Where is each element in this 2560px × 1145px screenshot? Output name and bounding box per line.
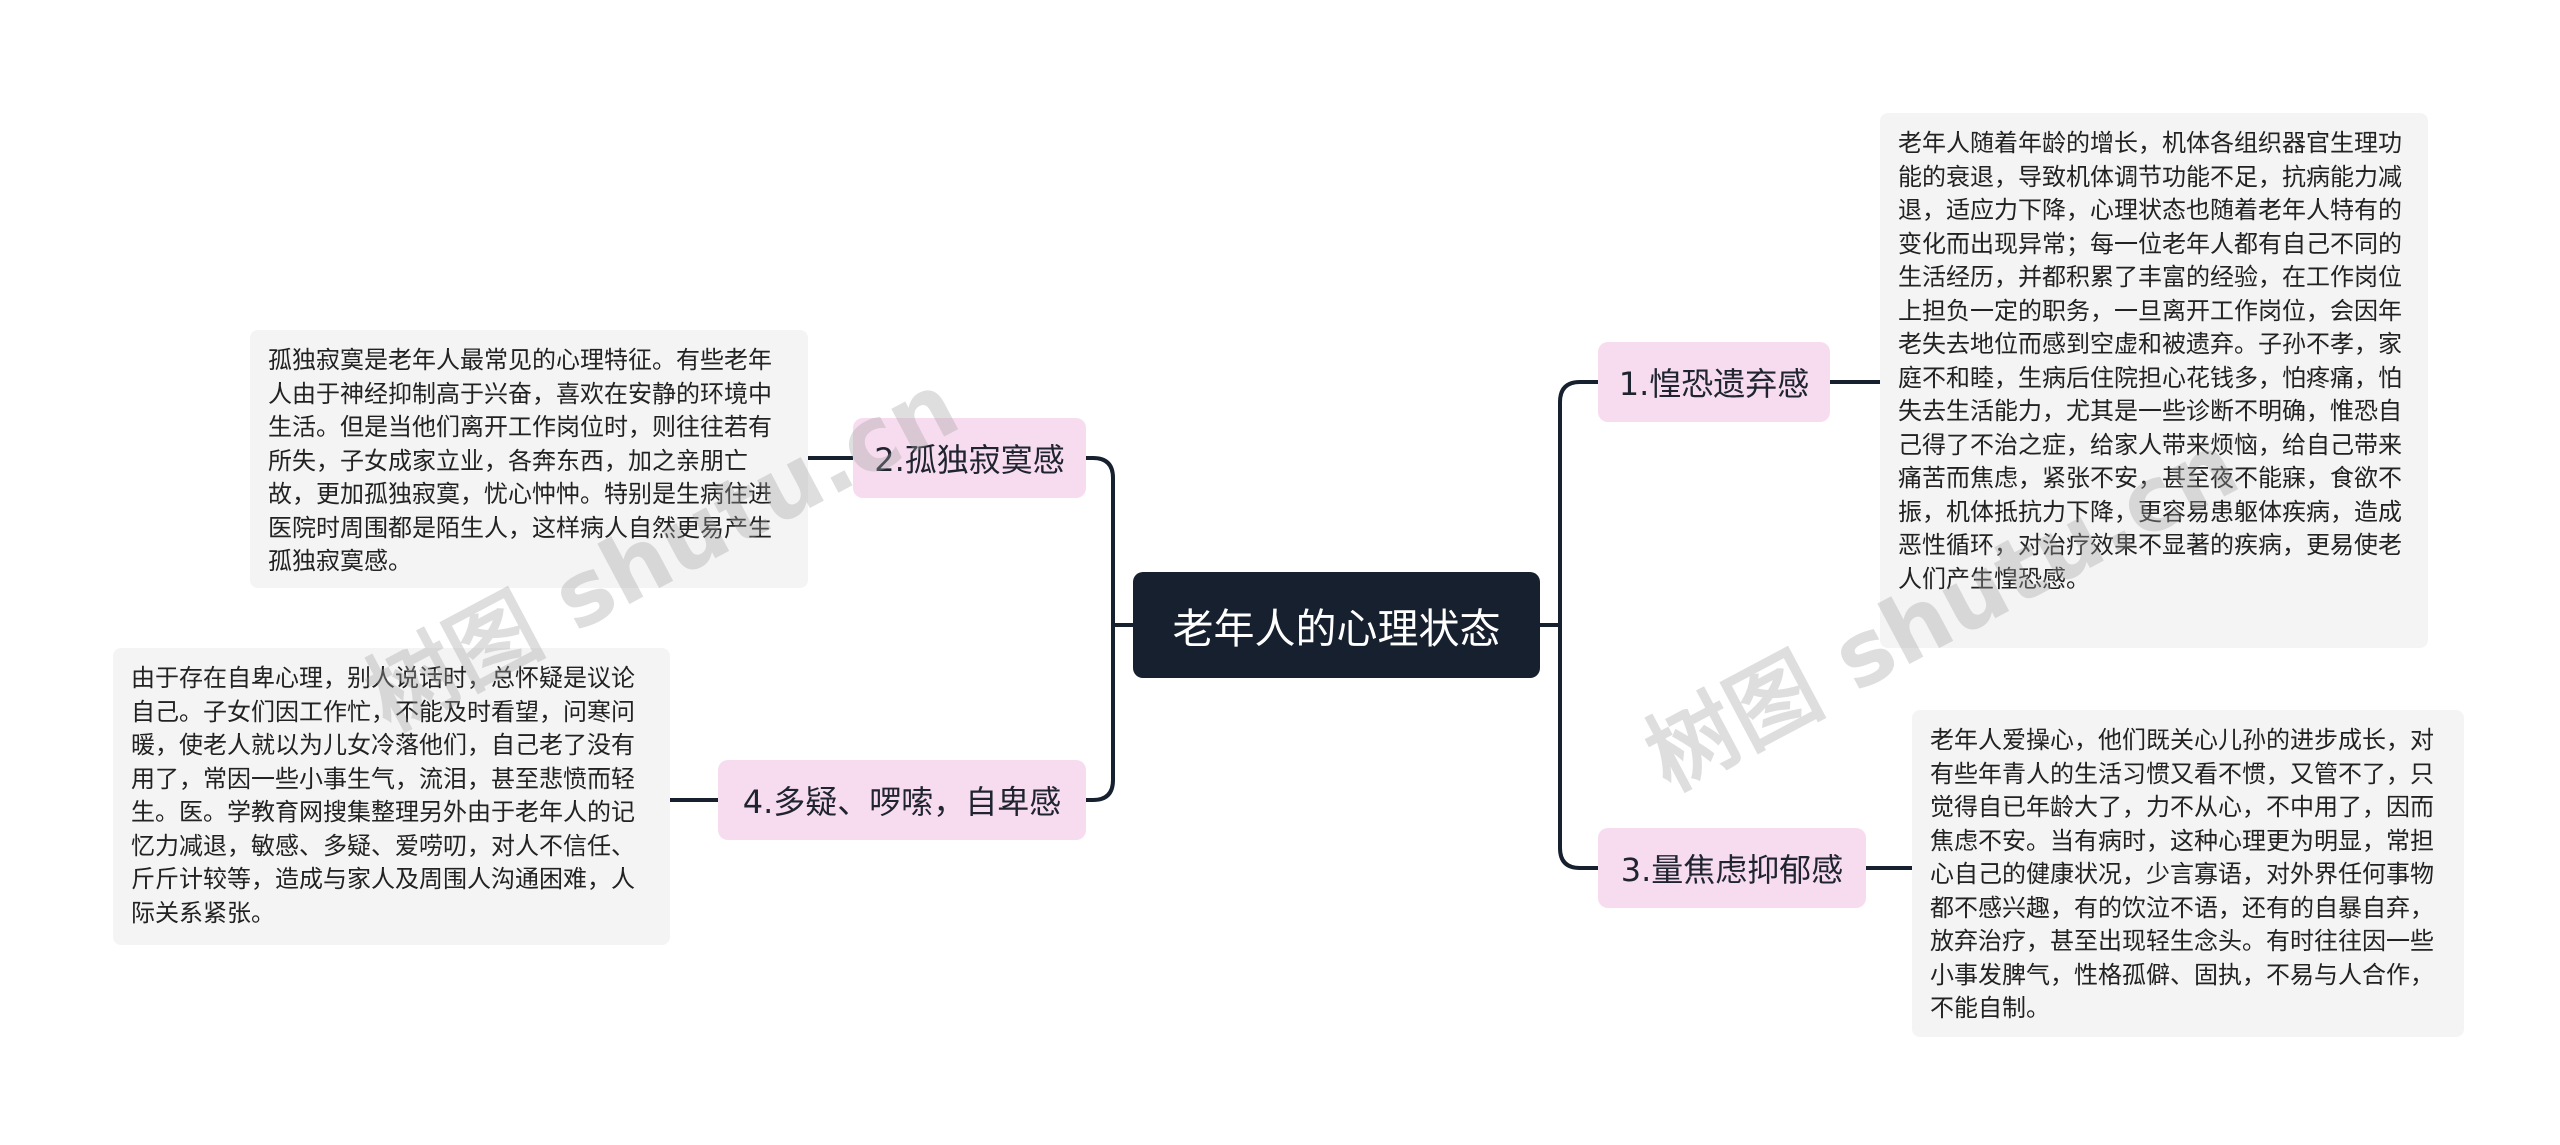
branch-node-2[interactable]: 2.孤独寂寞感 bbox=[853, 418, 1086, 498]
note-branch-1: 老年人随着年龄的增长，机体各组织器官生理功能的衰退，导致机体调节功能不足，抗病能… bbox=[1880, 113, 2428, 648]
branch-node-4[interactable]: 4.多疑、啰嗦，自卑感 bbox=[718, 760, 1086, 840]
branch-label: 4.多疑、啰嗦，自卑感 bbox=[742, 783, 1062, 821]
note-branch-3: 老年人爱操心，他们既关心儿孙的进步成长，对有些年青人的生活习惯又看不惯，又管不了… bbox=[1912, 710, 2464, 1037]
note-branch-2: 孤独寂寞是老年人最常见的心理特征。有些老年人由于神经抑制高于兴奋，喜欢在安静的环… bbox=[250, 330, 808, 588]
connector-branch-1 bbox=[1558, 380, 1600, 627]
connector-branch-3 bbox=[1558, 623, 1600, 870]
note-branch-4: 由于存在自卑心理，别人说话时，总怀疑是议论自己。子女们因工作忙，不能及时看望，问… bbox=[113, 648, 670, 945]
root-title: 老年人的心理状态 bbox=[1172, 605, 1501, 653]
branch-label: 1.惶恐遗弃感 bbox=[1618, 365, 1810, 403]
branch-node-3[interactable]: 3.量焦虑抑郁感 bbox=[1598, 828, 1866, 908]
connector-branch-4 bbox=[1084, 623, 1115, 802]
branch-node-1[interactable]: 1.惶恐遗弃感 bbox=[1598, 342, 1830, 422]
branch-label: 2.孤独寂寞感 bbox=[874, 441, 1065, 479]
root-node[interactable]: 老年人的心理状态 bbox=[1133, 572, 1540, 678]
branch-label: 3.量焦虑抑郁感 bbox=[1620, 851, 1844, 889]
connector-branch-2 bbox=[1084, 456, 1115, 627]
